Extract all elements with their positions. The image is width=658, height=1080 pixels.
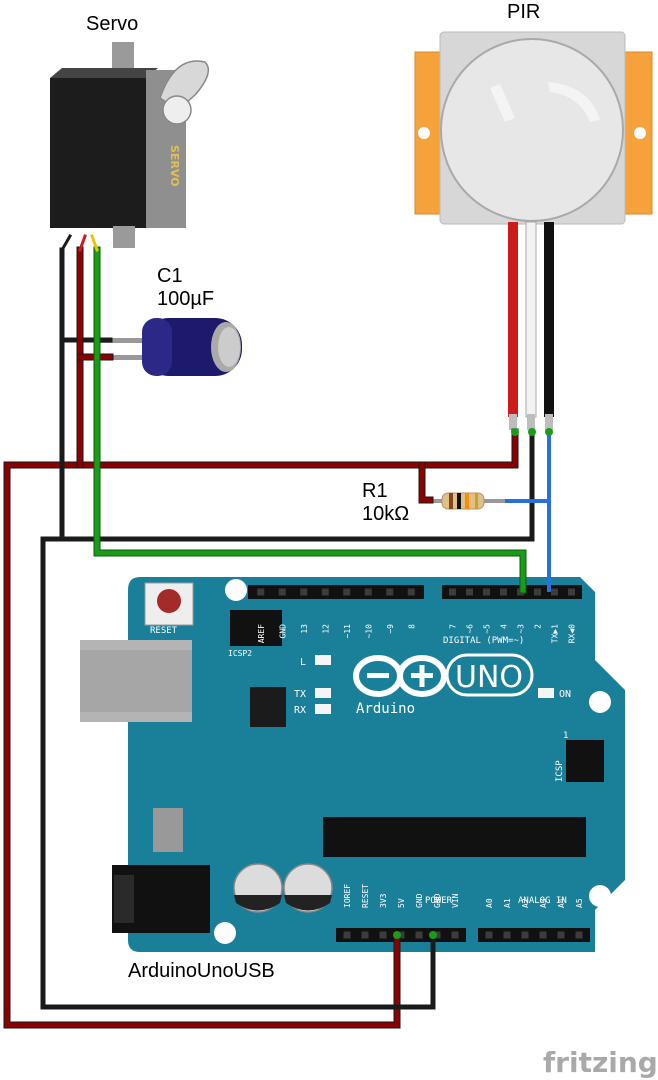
header-pin	[539, 931, 547, 939]
resistor-r1	[428, 492, 510, 510]
header-strip	[478, 928, 590, 942]
arduino-label: Arduino	[356, 701, 415, 717]
pin-label: RESET	[361, 884, 370, 908]
led-l: L	[300, 655, 331, 668]
header-pin	[449, 588, 456, 596]
board-capacitors	[233, 863, 333, 913]
pin-label: ~3	[517, 624, 526, 634]
pin-label: A2	[521, 898, 530, 908]
header-pin	[568, 588, 575, 596]
pin-label: A5	[575, 898, 584, 908]
pin-label: TX▶1	[551, 624, 560, 643]
header-pin	[451, 931, 459, 939]
pin-label: ~11	[343, 624, 352, 639]
header-pin	[364, 588, 372, 596]
pin-label: 5V	[397, 898, 406, 908]
fritzing-watermark: fritzing	[543, 1046, 658, 1079]
capacitor-value: 100µF	[157, 288, 214, 310]
pin-label: RX◀0	[568, 624, 577, 643]
servo-label: Servo	[86, 13, 138, 35]
pin-label: A3	[539, 898, 548, 908]
svg-text:TX: TX	[294, 689, 306, 700]
wires	[3, 233, 553, 1029]
header-pin	[575, 931, 583, 939]
resistor-name: R1	[362, 480, 388, 502]
pin-label: A0	[485, 898, 494, 908]
wire-red-pir-vcc	[418, 428, 519, 469]
header-strip	[442, 585, 582, 599]
uno-label: UNO	[455, 660, 523, 695]
header-pin	[466, 588, 473, 596]
header-pin	[343, 931, 351, 939]
led-tx: TX	[294, 688, 331, 700]
header-pin	[415, 931, 423, 939]
header-pin	[407, 588, 415, 596]
pin-label: 2	[534, 624, 543, 629]
power-label: POWER	[425, 896, 453, 906]
analog-label: ANALOG IN	[518, 896, 567, 906]
icsp2-label: ICSP2	[228, 649, 252, 658]
wire-black-gnd	[40, 429, 535, 1010]
pin-label: 13	[300, 624, 309, 634]
pin-label: 7	[449, 624, 458, 629]
svg-text:ON: ON	[559, 689, 571, 700]
servo: SERVO	[50, 42, 210, 248]
pin-label: A4	[557, 898, 566, 908]
pin-label: GND	[415, 893, 424, 908]
pin-label: ~9	[386, 624, 395, 634]
servo-brand: SERVO	[168, 145, 181, 187]
header-pin	[278, 588, 286, 596]
pir-label: PIR	[507, 1, 540, 23]
header-pin	[500, 588, 507, 596]
reset-label: RESET	[150, 626, 178, 636]
header-pin	[321, 588, 329, 596]
header-pin	[386, 588, 394, 596]
resistor-value: 10kΩ	[362, 503, 409, 525]
header-pin	[521, 931, 529, 939]
svg-text:RX: RX	[294, 705, 306, 716]
header-pin	[503, 931, 511, 939]
pin-label: ~5	[483, 624, 492, 634]
board-name-label: ArduinoUnoUSB	[128, 960, 275, 982]
header-pin	[551, 588, 558, 596]
header-pin	[483, 588, 490, 596]
header-pin	[343, 588, 351, 596]
pin-label: A1	[503, 898, 512, 908]
arduino-board: RESET ICSP2 L TX RX ON UNO	[80, 577, 625, 952]
pin-label: GND	[278, 624, 287, 639]
pir-sensor	[414, 31, 653, 430]
pin-label: 8	[407, 624, 416, 629]
header-pin	[379, 931, 387, 939]
pin-label: IOREF	[343, 884, 352, 908]
svg-text:L: L	[300, 657, 306, 668]
header-analog: A0 A1 A2 A3 A4 A5	[478, 898, 590, 942]
led-on: ON	[538, 688, 571, 700]
pin-label: 3V3	[379, 893, 388, 908]
header-pin	[361, 931, 369, 939]
pin-label: 4	[500, 624, 509, 629]
header-pin	[485, 931, 493, 939]
capacitor-c1	[100, 318, 242, 376]
pin-label: 12	[321, 624, 330, 634]
pin-label: AREF	[257, 624, 266, 643]
header-pin	[557, 931, 565, 939]
icsp-pin1-label: 1	[563, 731, 568, 741]
pin-label: ~6	[466, 624, 475, 634]
led-rx: RX	[294, 704, 331, 716]
header-pin	[300, 588, 308, 596]
header-pin	[534, 588, 541, 596]
digital-label: DIGITAL (PWM=~)	[443, 636, 524, 646]
header-pin	[257, 588, 265, 596]
header-digital-left: AREF GND 13 12 ~11 ~10 ~9 8	[248, 585, 424, 643]
pin-label: VIN	[451, 893, 460, 908]
icsp-label: ICSP	[555, 760, 565, 782]
pin-label: GND	[433, 893, 442, 908]
arduino-logo: UNO Arduino	[353, 653, 534, 717]
pin-label: ~10	[364, 624, 373, 639]
capacitor-name: C1	[157, 265, 183, 287]
header-strip	[248, 585, 424, 599]
